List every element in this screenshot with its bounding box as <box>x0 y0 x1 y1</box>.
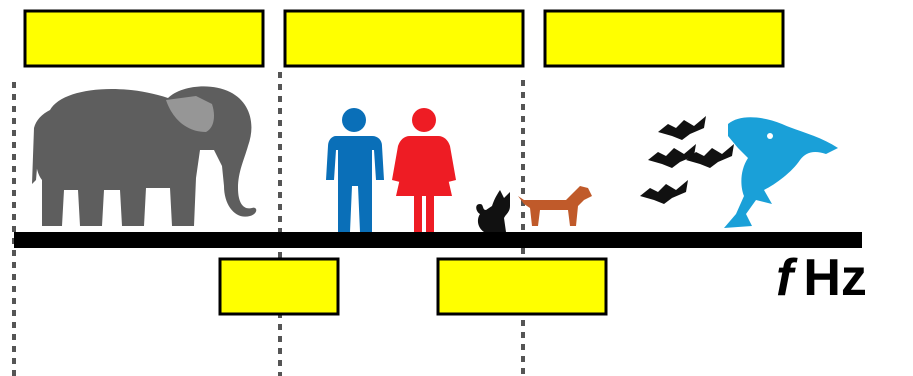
cat-icon <box>476 190 510 232</box>
label-box-lower-limit <box>218 257 340 316</box>
bats-icon <box>640 116 734 204</box>
axis-unit: Hz <box>803 249 867 307</box>
frequency-axis <box>14 232 862 248</box>
label-box-ultrasound <box>543 9 785 68</box>
dolphin-icon <box>724 117 838 228</box>
label-box-infrasound <box>23 9 265 68</box>
label-boxes <box>23 9 785 316</box>
man-icon <box>326 108 384 232</box>
label-box-upper-limit <box>436 257 608 316</box>
label-box-audible <box>283 9 525 68</box>
woman-icon <box>392 108 456 232</box>
axis-symbol: f <box>776 249 794 307</box>
dog-icon <box>518 186 592 226</box>
elephant-icon <box>32 86 257 227</box>
range-dividers <box>12 72 525 376</box>
